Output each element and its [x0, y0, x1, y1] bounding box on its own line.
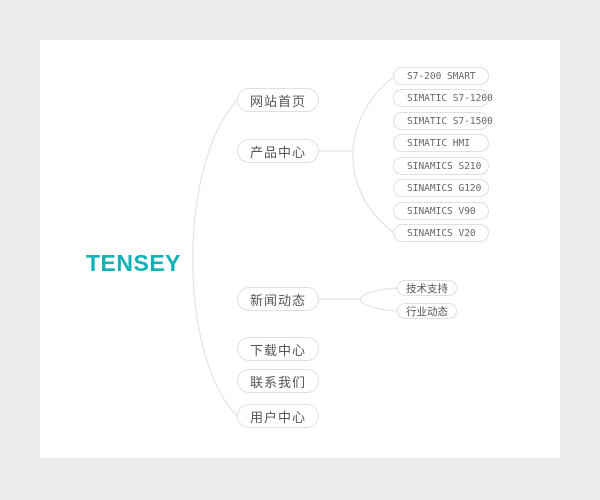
node-product-sinamics-v20[interactable]: SINAMICS V20: [393, 224, 489, 242]
node-product-simatic-s7-1200[interactable]: SIMATIC S7-1200: [393, 89, 493, 107]
node-user[interactable]: 用户中心: [237, 404, 319, 428]
node-contact[interactable]: 联系我们: [237, 369, 319, 393]
node-product-s7-200-smart[interactable]: S7-200 SMART: [393, 67, 489, 85]
node-product-sinamics-v90[interactable]: SINAMICS V90: [393, 202, 489, 220]
sitemap-canvas: TENSEY 网站首页 产品中心 新闻动态 下载中心 联系我们 用户中心 S7-…: [40, 40, 560, 458]
edge-news-bracket: [359, 287, 398, 312]
edge-root-bracket: [192, 99, 238, 417]
edge-products-bracket: [352, 75, 396, 234]
node-product-sinamics-s210[interactable]: SINAMICS S210: [393, 157, 489, 175]
node-news-tech-support[interactable]: 技术支持: [397, 280, 457, 296]
node-product-simatic-s7-1500[interactable]: SIMATIC S7-1500: [393, 112, 493, 130]
connector-lines: [192, 75, 398, 417]
node-product-simatic-hmi[interactable]: SIMATIC HMI: [393, 134, 489, 152]
brand-logo[interactable]: TENSEY: [86, 250, 182, 276]
node-download[interactable]: 下载中心: [237, 337, 319, 361]
node-products[interactable]: 产品中心: [237, 139, 319, 163]
node-product-sinamics-g120[interactable]: SINAMICS G120: [393, 179, 489, 197]
node-news-industry[interactable]: 行业动态: [397, 303, 457, 319]
node-news[interactable]: 新闻动态: [237, 287, 319, 311]
node-home[interactable]: 网站首页: [237, 88, 319, 112]
